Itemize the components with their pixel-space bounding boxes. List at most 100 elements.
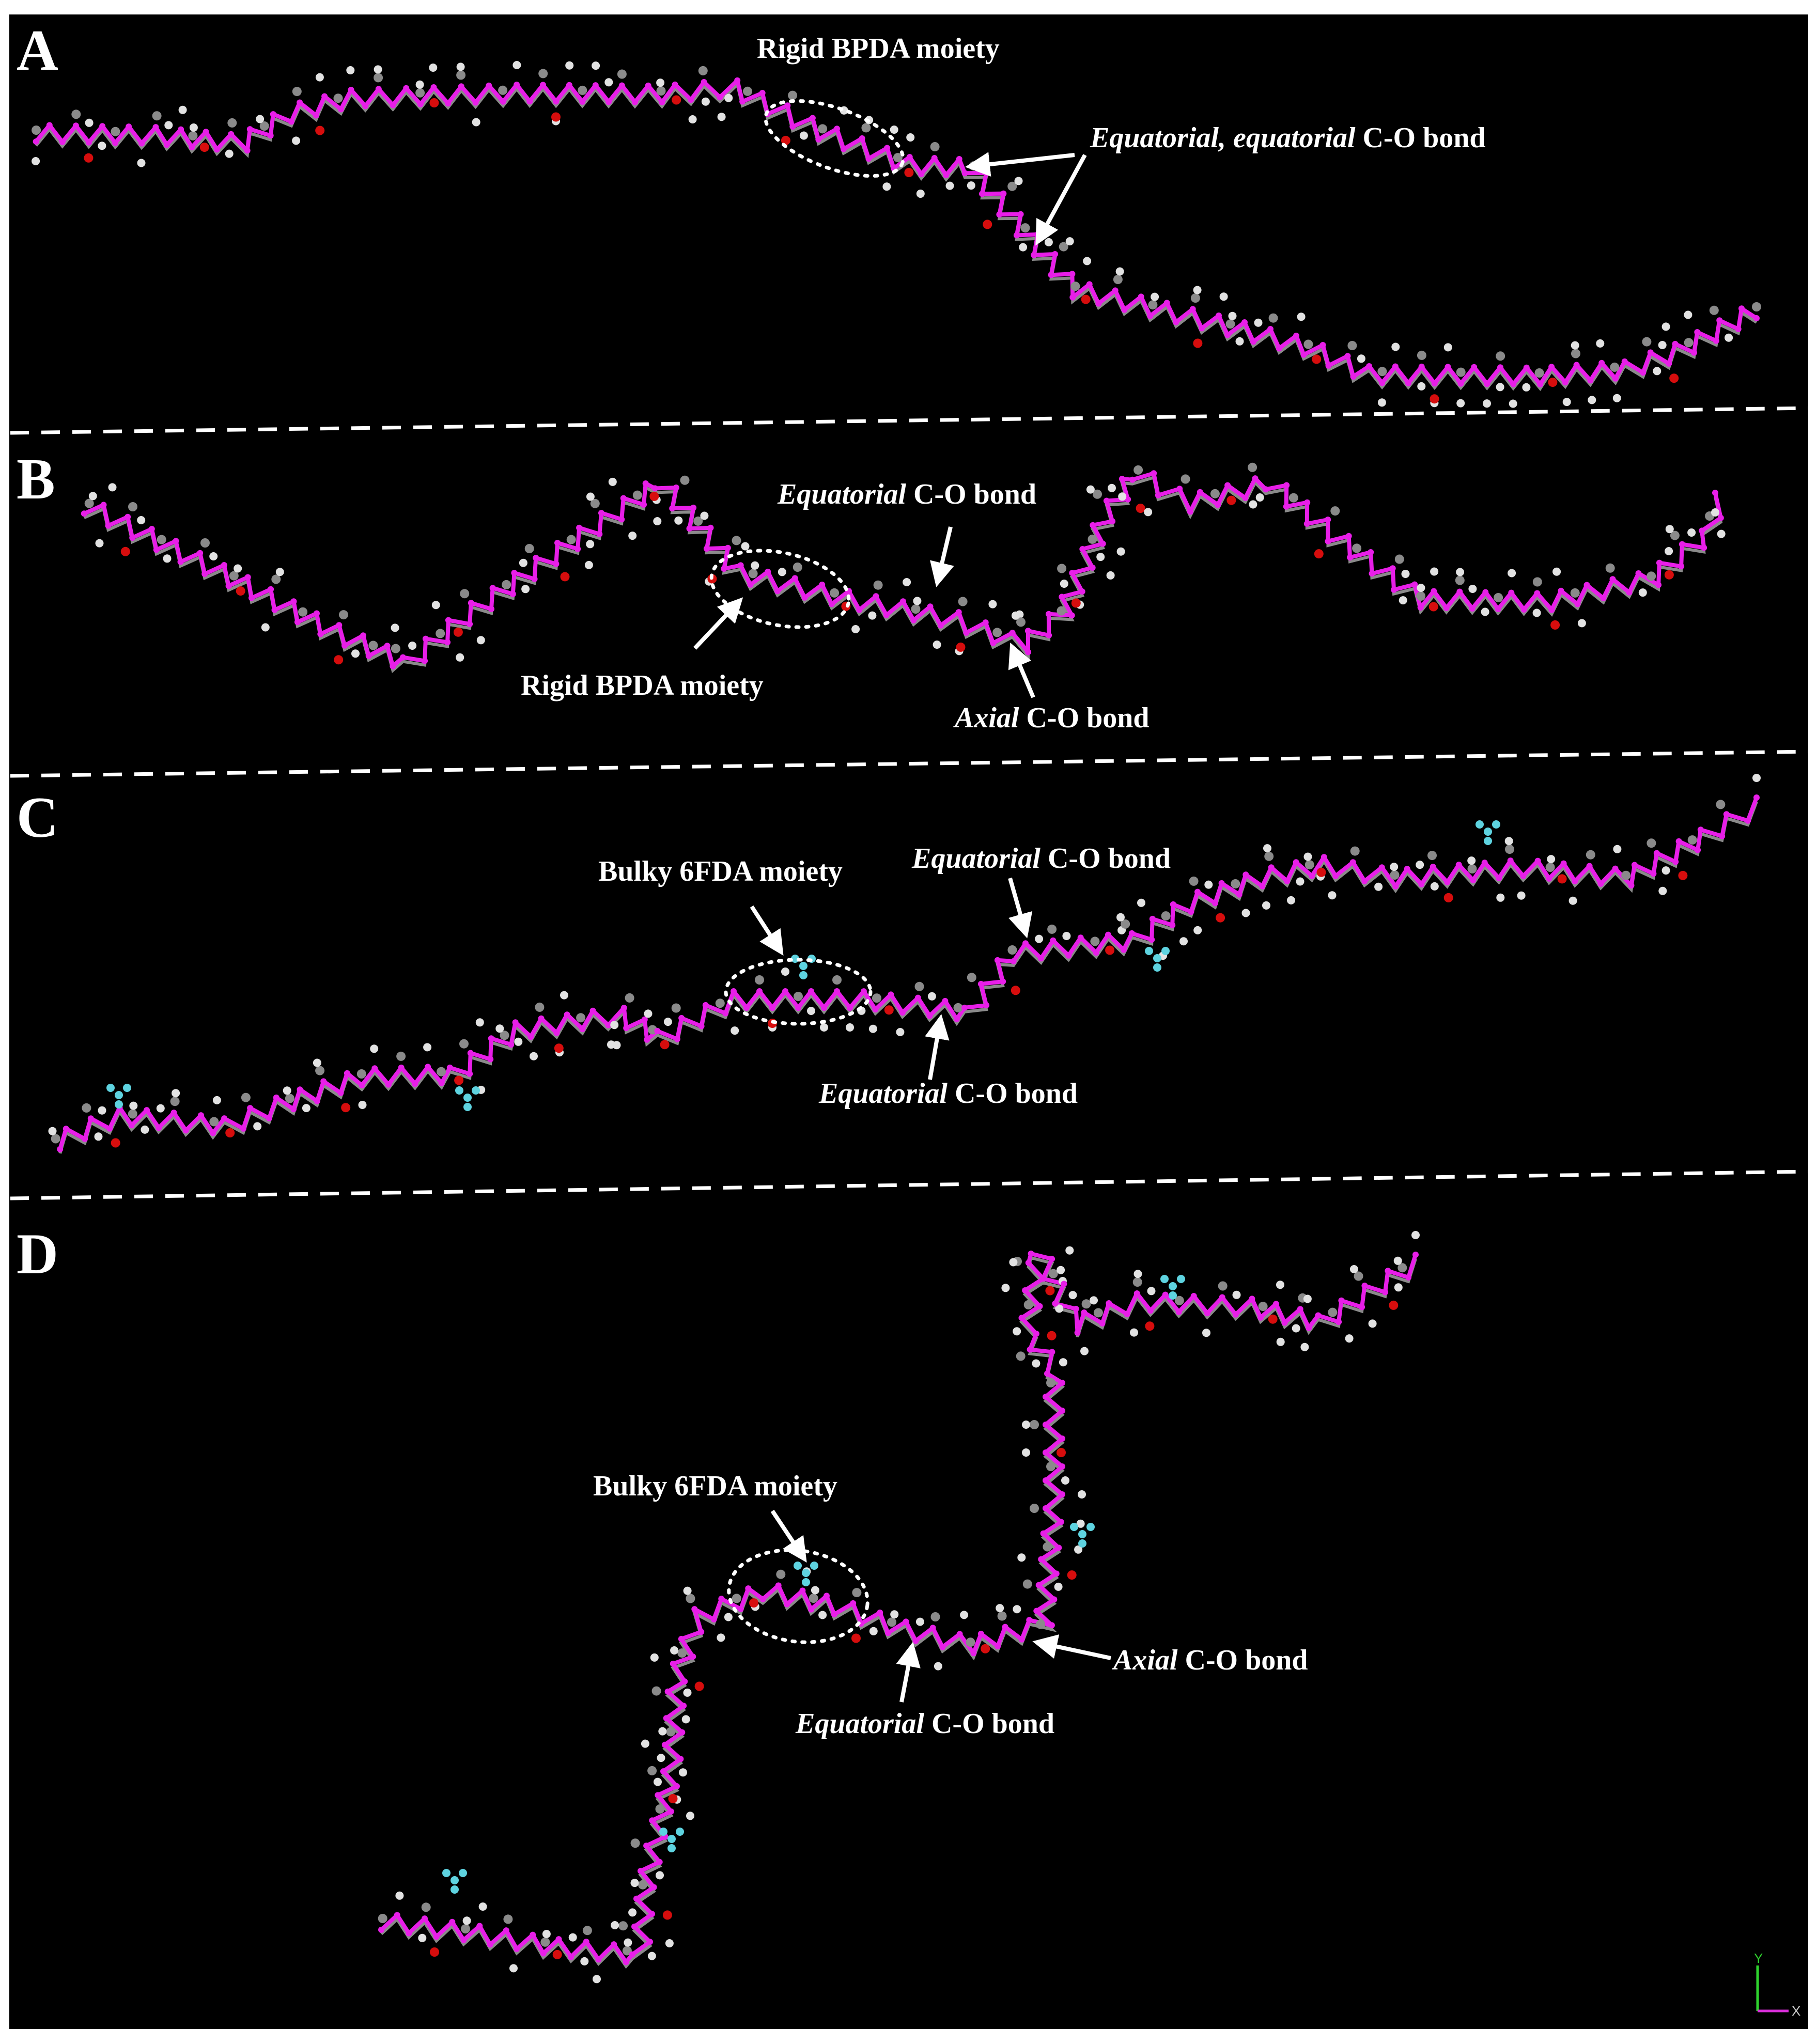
hydrogen-atom: [731, 1026, 739, 1035]
hydrogen-atom: [1401, 570, 1410, 578]
backbone-atom: [1391, 586, 1397, 593]
backbone-atom: [1573, 362, 1580, 368]
backbone-atom: [912, 1637, 919, 1644]
carbon-atom: [1181, 474, 1190, 484]
carbon-atom: [1545, 863, 1555, 872]
backbone-atom: [85, 139, 92, 146]
hydrogen-atom: [275, 568, 284, 576]
oxygen-atom: [649, 491, 659, 501]
backbone-atom: [488, 606, 494, 612]
backbone-atom: [438, 1080, 445, 1086]
carbon-atom: [1046, 1378, 1055, 1387]
backbone-atom: [903, 1618, 909, 1625]
backbone-atom: [595, 1956, 602, 1963]
backbone-atom: [1133, 1290, 1140, 1297]
backbone-atom: [631, 1923, 638, 1930]
backbone-atom: [1273, 1301, 1279, 1307]
hydrogen-atom: [988, 600, 997, 608]
hydrogen-atom: [654, 1777, 662, 1786]
backbone-atom: [1338, 1297, 1345, 1304]
backbone-atom: [1036, 1303, 1043, 1309]
hydrogen-atom: [1106, 571, 1115, 580]
backbone-atom: [1470, 877, 1477, 883]
hydrogen-atom: [1568, 896, 1577, 905]
backbone-atom: [1013, 232, 1020, 239]
backbone-atom: [865, 155, 872, 162]
hydrogen-atom: [1193, 286, 1202, 294]
backbone-atom: [266, 1115, 272, 1121]
hydrogen-atom: [209, 552, 218, 560]
hydrogen-atom: [1684, 310, 1692, 319]
hydrogen-atom: [624, 1938, 632, 1947]
backbone-atom: [663, 1715, 670, 1722]
backbone-atom: [336, 622, 343, 629]
hydrogen-atom: [509, 1964, 518, 1973]
oxygen-atom: [560, 572, 570, 582]
hydrogen-atom: [1296, 877, 1304, 886]
oxygen-atom: [1057, 1448, 1066, 1457]
backbone-atom: [961, 1004, 968, 1011]
backbone-atom: [1112, 287, 1119, 294]
carbon-atom: [872, 993, 881, 1003]
backbone-atom: [144, 1107, 150, 1114]
oxygen-atom: [694, 1681, 704, 1691]
hydrogen-atom: [1496, 893, 1505, 902]
backbone-atom: [1612, 865, 1619, 872]
hydrogen-atom: [212, 1096, 221, 1104]
carbon-atom: [157, 535, 166, 544]
backbone-atom: [290, 598, 297, 605]
hydrogen-atom: [1013, 1605, 1021, 1614]
backbone-atom: [1306, 1324, 1312, 1331]
carbon-atom: [200, 538, 210, 548]
hydrogen-atom: [1687, 528, 1696, 537]
oxygen-atom: [1067, 1570, 1077, 1580]
hydrogen-atom: [1017, 1553, 1026, 1562]
backbone-atom: [1558, 587, 1564, 594]
backbone-atom: [297, 99, 303, 106]
hydrogen-atom: [1638, 588, 1647, 597]
backbone-atom: [795, 1005, 801, 1011]
backbone-atom: [942, 997, 949, 1004]
carbon-atom: [622, 1946, 632, 1956]
fluorine-atom: [463, 1094, 472, 1102]
hydrogen-atom: [1483, 399, 1491, 408]
hydrogen-atom: [475, 1018, 484, 1027]
carbon-atom: [229, 571, 239, 581]
backbone-atom: [467, 1070, 473, 1077]
figure-background: [9, 14, 1808, 2029]
carbon-atom: [1687, 835, 1697, 845]
backbone-atom: [1626, 589, 1633, 596]
backbone-atom: [983, 169, 989, 176]
hydrogen-atom: [1571, 341, 1579, 350]
backbone-atom: [1369, 570, 1375, 577]
hydrogen-atom: [1357, 354, 1365, 363]
backbone-atom: [1121, 946, 1127, 953]
hydrogen-atom: [156, 1104, 165, 1113]
backbone-atom: [618, 82, 625, 89]
fluorine-atom: [123, 1084, 131, 1092]
backbone-atom: [1065, 952, 1072, 959]
backbone-atom: [1621, 358, 1628, 365]
arrow-c-eq-top: [1008, 877, 1033, 939]
backbone-atom: [643, 1843, 650, 1849]
backbone-atom: [1697, 826, 1704, 833]
backbone-atom: [955, 609, 962, 616]
carbon-atom: [576, 1013, 586, 1023]
hydrogen-atom: [261, 623, 270, 632]
backbone-atom: [1236, 891, 1243, 898]
carbon-atom: [625, 993, 634, 1003]
backbone-atom: [756, 988, 763, 994]
carbon-atom: [1397, 1263, 1407, 1273]
fluorine-atom: [794, 1562, 802, 1570]
backbone-atom: [1344, 353, 1351, 360]
hydrogen-atom: [1345, 1334, 1354, 1343]
hydrogen-atom: [890, 126, 898, 134]
oxygen-atom: [1389, 1300, 1399, 1310]
backbone-atom: [1719, 833, 1726, 839]
hydrogen-atom: [95, 539, 104, 548]
backbone-atom: [1738, 305, 1745, 312]
fluorine-atom: [451, 1876, 459, 1884]
carbon-atom: [632, 490, 642, 500]
hydrogen-atom: [996, 1604, 1004, 1613]
hydrogen-atom: [521, 585, 530, 594]
